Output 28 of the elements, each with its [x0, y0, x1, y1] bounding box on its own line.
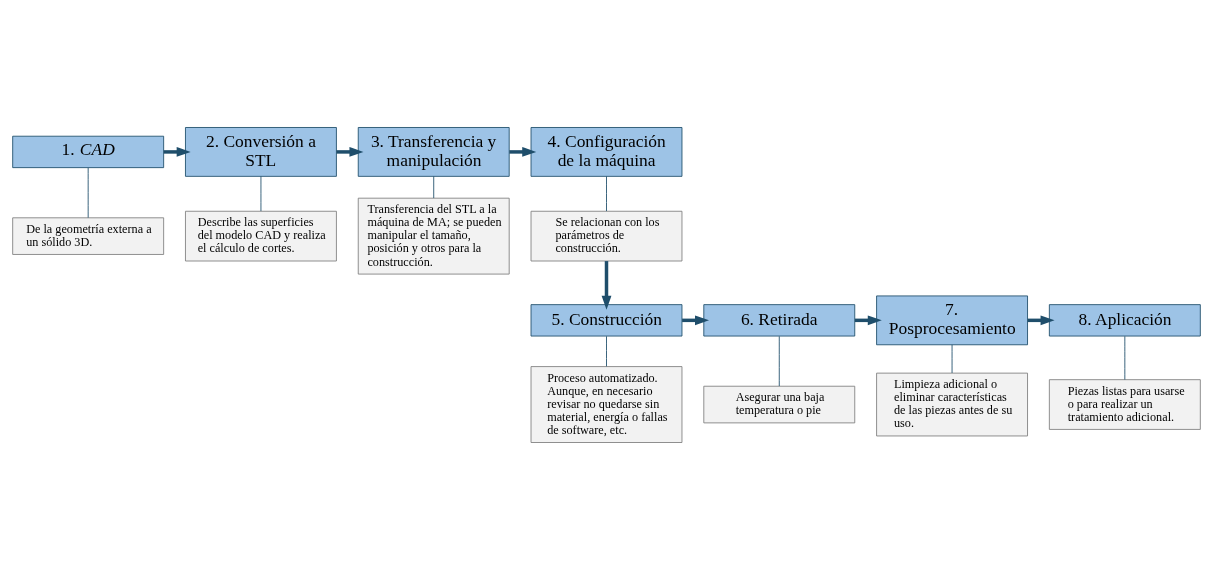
- node-box: 6. Retirada: [703, 303, 856, 336]
- node-box: Limpieza adicional o eliminar características de las piezas antes de su uso.: [876, 372, 1028, 436]
- connector: [87, 167, 89, 218]
- connector: [433, 175, 435, 198]
- node-box: 2. Conversión a STL: [185, 126, 337, 177]
- node-box: De la geometría externa a un sólido 3D.: [12, 216, 165, 255]
- connector: [606, 175, 607, 211]
- node-box: Piezas listas para usarse o para realizar un tratamiento adicional.: [1048, 378, 1201, 430]
- node-box: Se relacionan con los parámetros de construcción.: [530, 210, 683, 261]
- connector: [606, 335, 607, 367]
- arrow: [163, 146, 191, 157]
- node-box: Describe las superficies del modelo CAD y realiza el cálculo de cortes.: [185, 210, 337, 261]
- node-box: Proceso automatizado. Aunque, en necesario revisar no quedarse sin material, energía o fallas de software, etc.: [530, 365, 683, 443]
- arrow: [601, 260, 612, 310]
- connector: [260, 175, 262, 211]
- node-box: 7. Posprocesamiento: [876, 294, 1028, 345]
- node-box: 8. Aplicación: [1048, 303, 1201, 336]
- node-box: Transferencia del STL a la máquina de MA; se pueden manipular el tamaño, posición y otros para la construcción.: [357, 197, 510, 275]
- arrow: [336, 146, 364, 157]
- arrow: [509, 146, 537, 157]
- node-box: 5. Construcción: [530, 303, 683, 336]
- connector: [778, 335, 780, 386]
- node-box: 3. Transferencia y manipulación: [357, 126, 510, 177]
- node-box: Asegurar una baja temperatura o pie: [703, 385, 856, 423]
- connector: [951, 343, 953, 373]
- connector: [1124, 335, 1126, 380]
- node-box: 4. Configuración de la máquina: [530, 126, 683, 177]
- node-box: 1. CAD: [12, 135, 165, 168]
